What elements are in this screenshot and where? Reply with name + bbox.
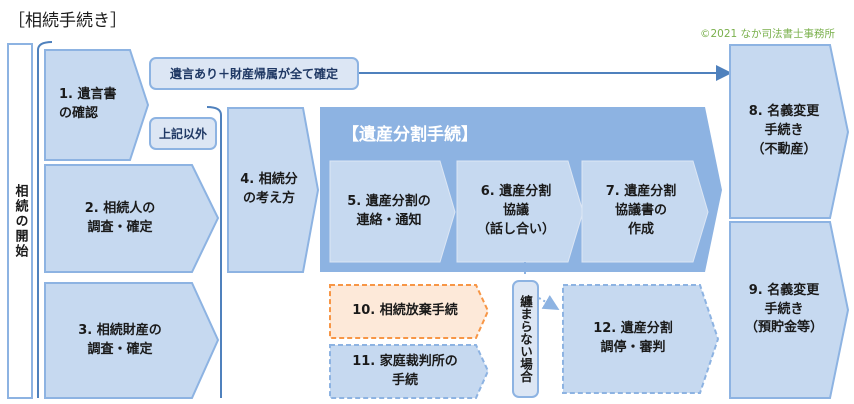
bracket-left: [37, 41, 53, 398]
step-12-shape: [562, 284, 720, 394]
step-4-label: 4. 相続分 の考え方: [240, 172, 298, 206]
start-box: [7, 43, 33, 399]
step-6-label: 6. 遺産分割 協議 （話し合い）: [476, 184, 555, 237]
step-6-shape: [456, 160, 584, 263]
step-4-shape: [227, 107, 320, 273]
step-7-label: 7. 遺産分割 協議書の 作成: [605, 184, 677, 237]
step-7-shape: [581, 160, 709, 263]
step-12-label: 12. 遺産分割 調停・審判: [593, 321, 673, 355]
condition-other-label: 上記以外: [149, 117, 217, 150]
start-label: 相続の開始: [12, 183, 28, 259]
step-11-label: 11. 家庭裁判所の 手続: [352, 353, 458, 388]
step-2-shape: [44, 164, 220, 273]
bracket-mid: [206, 106, 222, 398]
step-2-label: 2. 相続人の 調査・確定: [84, 200, 156, 235]
step-1-label: 1. 遺言書 の確認: [59, 87, 117, 121]
step-8-shape: [729, 44, 850, 219]
step-8-label: 8. 名義変更 手続き （不動産）: [748, 104, 820, 157]
step-5-shape: [329, 160, 456, 263]
step-3-label: 3. 相続財産の 調査・確定: [78, 322, 162, 357]
arrow-to-step-12: [538, 295, 560, 311]
condition-will-label: 遺言あり＋財産帰属が全て確定: [149, 57, 359, 90]
step-10-label: 10. 相続放棄手続: [352, 303, 458, 319]
step-10-shape: [329, 284, 490, 339]
diagram-title: ［相続手続き］: [8, 11, 127, 31]
step-9-label: 9. 名義変更 手続き （預貯金等）: [744, 282, 823, 336]
condition-fail-label: 纏まらない場合: [512, 280, 539, 398]
step-11-shape: [329, 344, 490, 399]
step-3-shape: [44, 282, 220, 399]
step-9-shape: [729, 221, 850, 399]
copyright: ©2021 なか司法書士事務所: [700, 28, 836, 40]
step-1-shape: [44, 49, 150, 161]
step-5-label: 5. 遺産分割の 連絡・通知: [347, 193, 431, 228]
division-title: 【遺産分割手続】: [342, 125, 478, 145]
